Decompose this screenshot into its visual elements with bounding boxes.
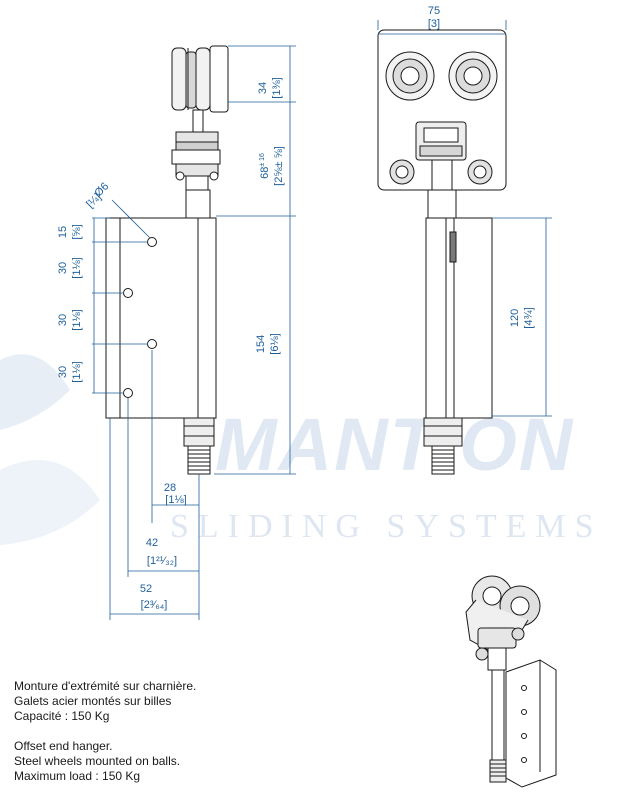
front-view (377, 29, 507, 475)
dim-68-inch: [2⅝± ⅝] (273, 146, 285, 186)
description-french: Monture d'extrémité sur charnière. Galet… (14, 679, 196, 724)
dim-75: 75 (428, 5, 440, 17)
dim-30-b-inch: [1⅛] (71, 309, 83, 330)
watermark-brand: MANTION (215, 403, 574, 486)
dim-30-c-inch: [1⅛] (71, 361, 83, 382)
desc-en-line3: Maximum load : 150 Kg (14, 769, 141, 783)
desc-en-line2: Steel wheels mounted on balls. (14, 754, 181, 768)
dimension-lines (92, 20, 552, 620)
isometric-product-view (465, 575, 557, 788)
watermark-tagline: SLIDING SYSTEMS (170, 508, 603, 545)
dim-52-inch: [2³⁄₆₄] (141, 599, 168, 611)
dim-30-a-inch: [1⅛] (71, 257, 83, 278)
dim-15-inch: [⅝] (71, 224, 83, 239)
dim-28-inch: [1⅛] (165, 494, 186, 506)
dim-68: 68± 16 (259, 153, 271, 179)
dim-34-inch: [1⅜] (271, 77, 283, 98)
dim-30-c: 30 (57, 366, 69, 378)
dim-75-inch: [3] (428, 18, 440, 30)
dim-15: 15 (57, 226, 69, 238)
dim-30-b: 30 (57, 314, 69, 326)
dim-154-inch: [6⅛] (269, 333, 281, 354)
dim-120-inch: [4¾] (523, 307, 535, 328)
desc-fr-line3: Capacité : 150 Kg (14, 709, 110, 723)
dim-154: 154 (255, 335, 267, 353)
side-view (105, 45, 229, 475)
description-english: Offset end hanger. Steel wheels mounted … (14, 739, 180, 784)
dim-52: 52 (140, 583, 152, 595)
dimension-texts: 75 [3] 34 [1⅜] 68± 16 [2⅝± ⅝] Ø6 [¼] 15 … (57, 5, 535, 611)
dim-28: 28 (164, 482, 176, 494)
dim-120: 120 (509, 309, 521, 327)
dim-34: 34 (257, 82, 269, 94)
desc-fr-line2: Galets acier montés sur billes (14, 694, 172, 708)
dim-42: 42 (146, 537, 158, 549)
dim-30-a: 30 (57, 262, 69, 274)
desc-fr-line1: Monture d'extrémité sur charnière. (14, 679, 197, 693)
dim-42-inch: [1²¹⁄₃₂] (147, 555, 177, 567)
desc-en-line1: Offset end hanger. (14, 739, 113, 753)
